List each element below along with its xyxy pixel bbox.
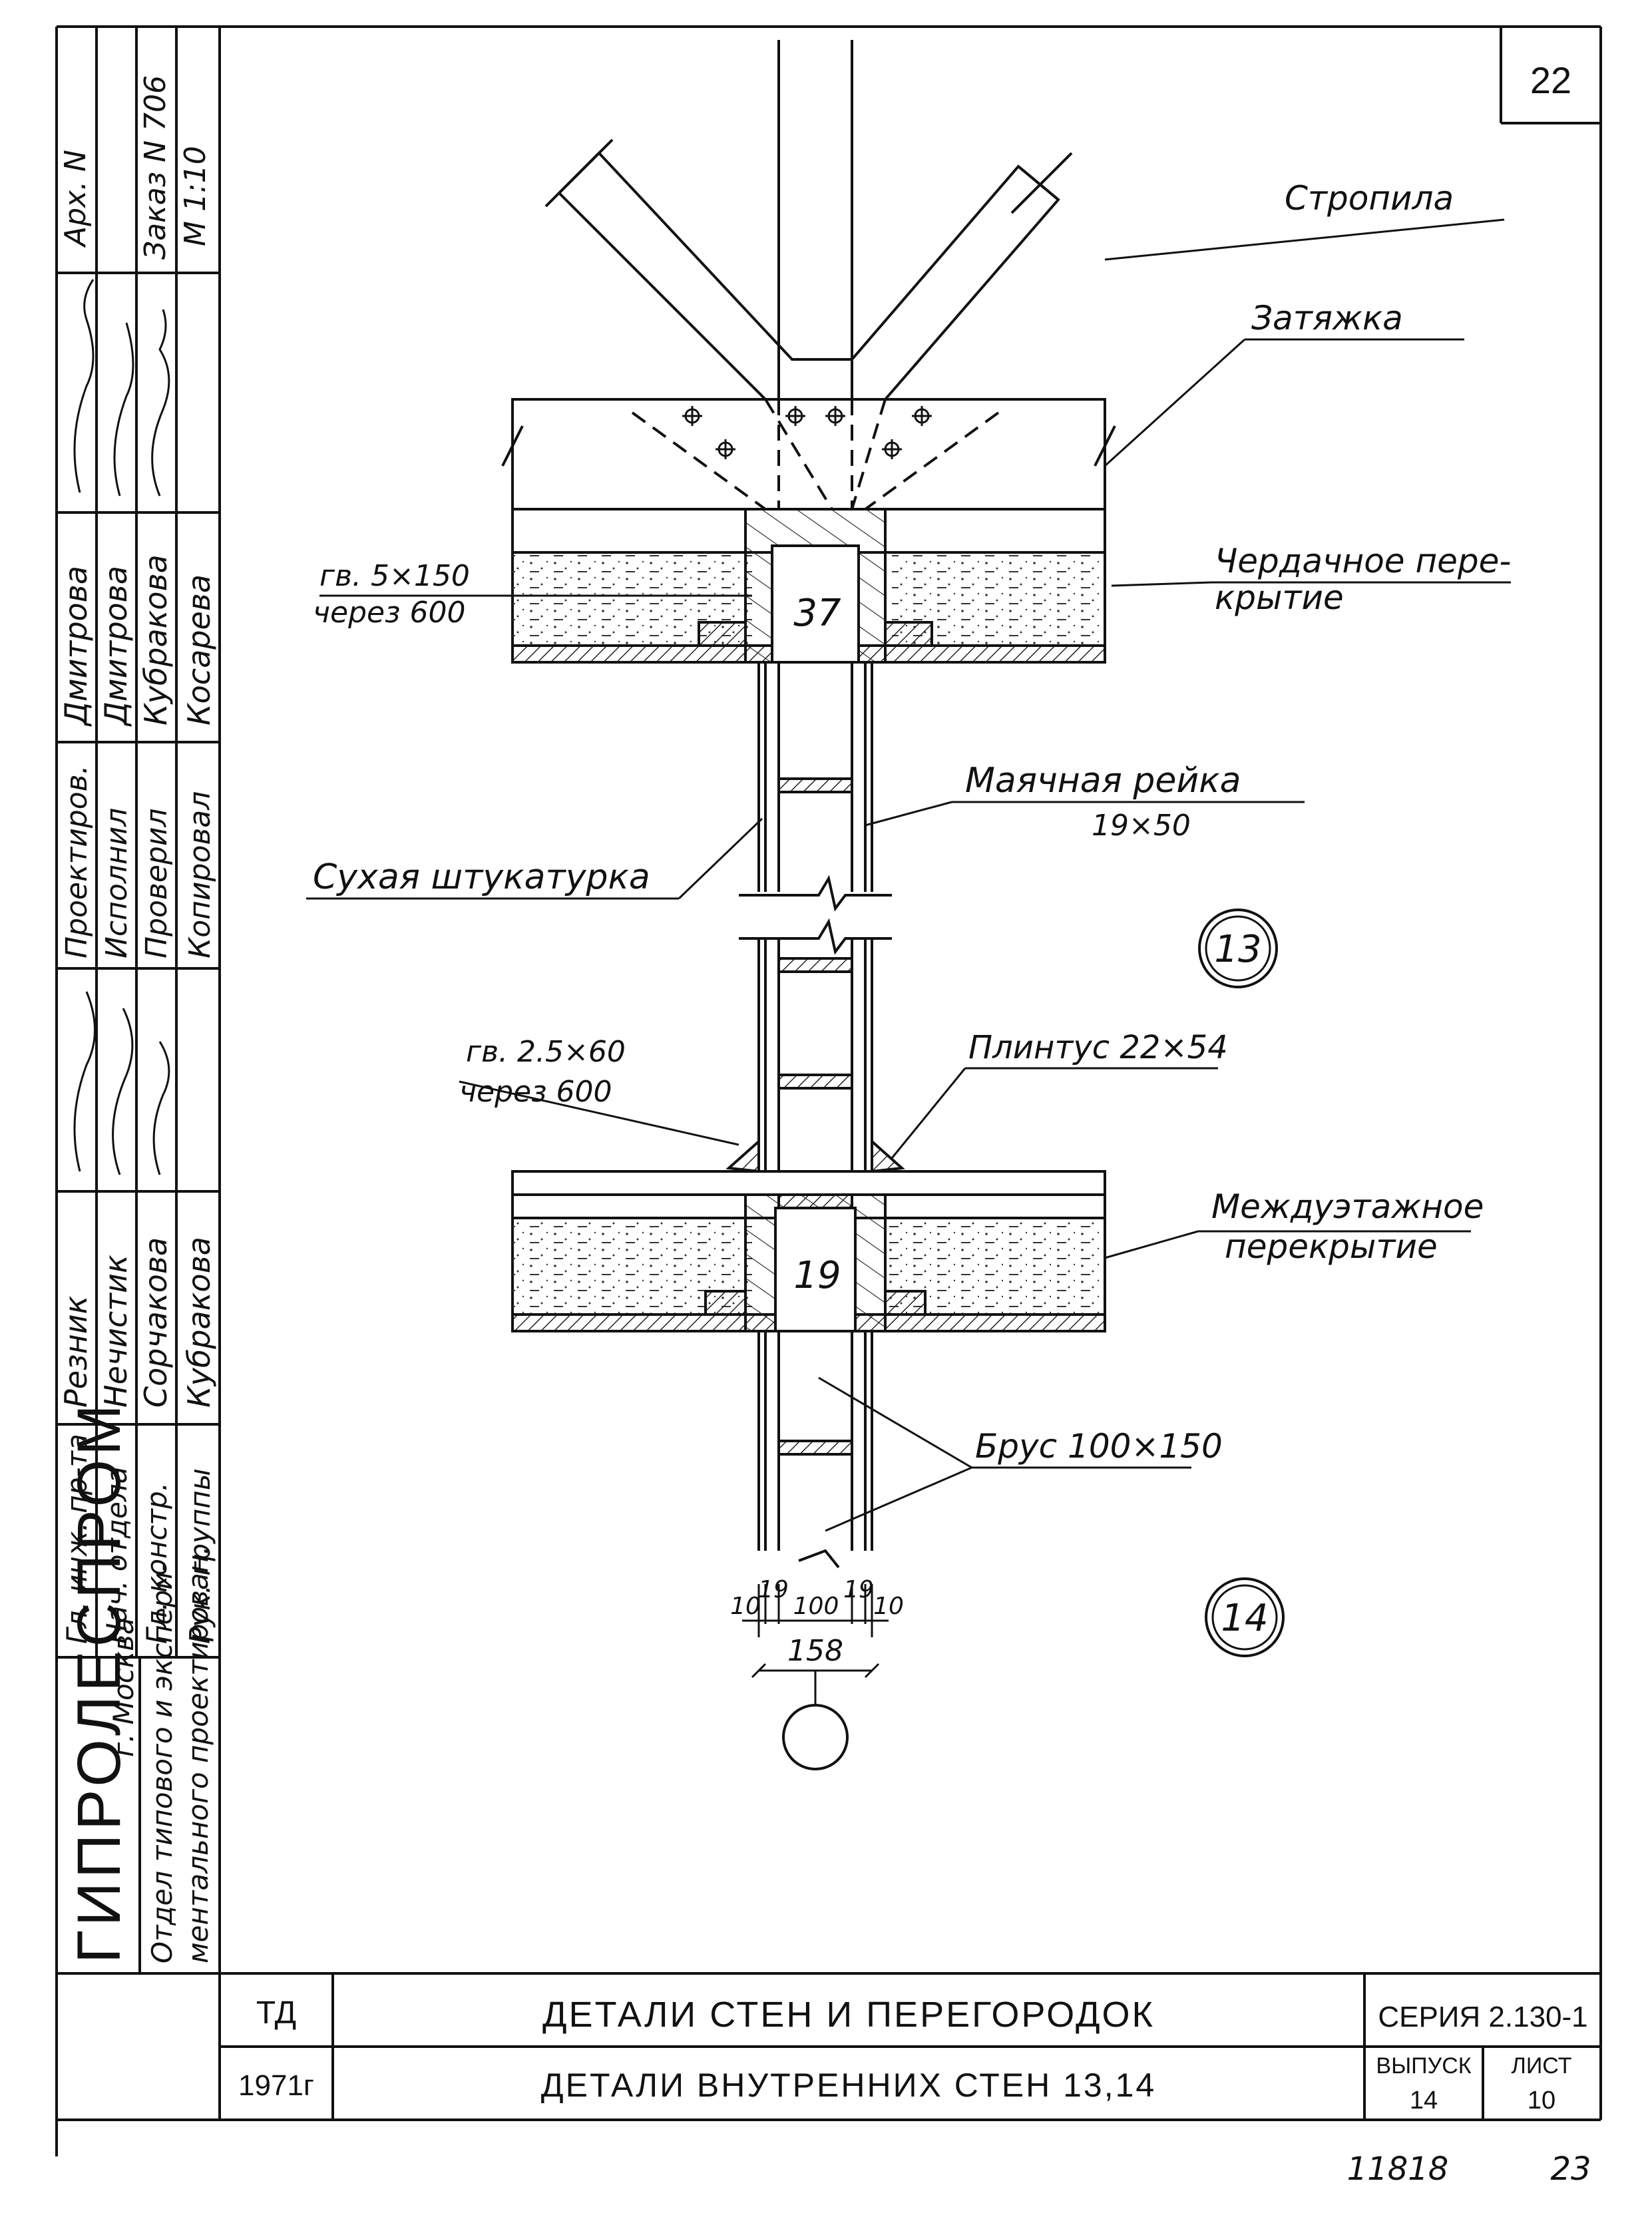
dim-100: 100: [793, 1593, 839, 1620]
order-number: Заказ N 706: [138, 75, 172, 260]
signature-4: [73, 991, 96, 1172]
label-nail-mid-1: гв. 2.5×60: [466, 1035, 626, 1069]
mark-37: 37: [793, 592, 841, 635]
year-label: 1971г: [238, 2069, 314, 2102]
break-line: [1010, 152, 1073, 214]
stamp-role: Копировал: [183, 791, 217, 958]
stamp-role: Гл. констр.: [140, 1482, 173, 1644]
bottom-wall: [757, 1331, 873, 1569]
signature-2: [113, 322, 134, 497]
td-label: ТД: [256, 1995, 296, 2031]
break-line: [544, 138, 614, 208]
stamp-name: Дмитрова: [98, 566, 134, 727]
archive-number: 11818: [1347, 2150, 1449, 2188]
stamp-block: Арх. N Заказ N 706 М 1:10 Дмитрова Дмитр…: [58, 75, 217, 1963]
label-rafters: Стропила: [1285, 179, 1454, 218]
stamp-name: Косарева: [181, 574, 217, 725]
lower-wall: [757, 938, 873, 1171]
drawing-title-main: ДЕТАЛИ СТЕН И ПЕРЕГОРОДОК: [542, 1995, 1155, 2035]
stamp-name: Кубракова: [138, 554, 174, 725]
issue-label: ВЫПУСК: [1376, 2053, 1471, 2079]
detail-14-number: 14: [1221, 1597, 1268, 1640]
dim-10-left: 10: [730, 1593, 761, 1620]
department-line-2: ментального проектирован.: [182, 1546, 214, 1964]
label-dry-plaster: Сухая штукатурка: [313, 857, 650, 897]
dim-10-right: 10: [873, 1593, 904, 1620]
page-number: 23: [1550, 2150, 1591, 2188]
department-line-1: Отдел типового и экспери-: [146, 1561, 178, 1963]
leader-lines: [306, 218, 1511, 1532]
stamp-role: Проверил: [140, 808, 174, 958]
label-interfloor-1: Междуэтажное: [1211, 1187, 1484, 1226]
label-nail-top-2: через 600: [313, 596, 465, 630]
stamp-name: Сорчакова: [138, 1237, 174, 1408]
upper-wall: [757, 662, 873, 892]
bolt-markers: [682, 406, 932, 459]
series-label: СЕРИЯ 2.130-1: [1378, 2001, 1587, 2033]
break-line: [1094, 425, 1116, 467]
hidden-rafter: [764, 398, 887, 510]
signature-3: [151, 309, 170, 497]
detail-13-number: 13: [1214, 928, 1261, 971]
organization-name: ГИПРОЛЕСПРОМ: [65, 1400, 133, 1963]
sheet-frame: [55, 25, 1602, 2156]
label-beam: Брус 100×150: [975, 1427, 1223, 1466]
stamp-name: Кубракова: [181, 1237, 217, 1408]
sheet-value: 10: [1528, 2087, 1555, 2115]
plinth-right: [871, 1138, 905, 1173]
annotations: Стропила Затяжка Чердачное пере- крытие …: [313, 179, 1511, 1668]
break-line: [501, 425, 524, 467]
rafter-right-top: [1017, 165, 1060, 201]
mark-19: 19: [793, 1254, 841, 1297]
axis-marker: [782, 1704, 849, 1770]
break-line: [739, 918, 892, 955]
hidden-rafter: [631, 411, 1000, 510]
title-block: ТД 1971г ДЕТАЛИ СТЕН И ПЕРЕГОРОДОК ДЕТАЛ…: [238, 1995, 1591, 2188]
issue-value: 14: [1410, 2087, 1438, 2115]
dimension-line: [742, 1584, 889, 1704]
label-nail-top-1: гв. 5×150: [319, 559, 470, 593]
label-beacon-rail-1: Маячная рейка: [965, 761, 1241, 801]
plinth-left: [725, 1138, 760, 1173]
signature-1: [73, 279, 95, 493]
sheet-number: 22: [1530, 59, 1571, 101]
detail-callout-14: [1205, 1577, 1285, 1657]
signature-6: [152, 1041, 170, 1175]
dim-19-left: 19: [758, 1576, 789, 1603]
stamp-role: Гл. инж. пр-та: [61, 1434, 93, 1644]
label-plinth: Плинтус 22×54: [968, 1029, 1228, 1066]
stamp-name: Нечистик: [98, 1255, 134, 1408]
sheet-label: ЛИСТ: [1512, 2053, 1572, 2079]
break-line: [739, 875, 892, 912]
scale-label: М 1:10: [178, 146, 212, 246]
dim-19-right: 19: [843, 1576, 874, 1603]
label-beacon-rail-2: 19×50: [1092, 809, 1191, 843]
arch-label: Арх. N: [59, 150, 93, 248]
label-interfloor-2: перекрытие: [1225, 1227, 1438, 1266]
label-attic-floor-2: крытие: [1215, 578, 1344, 617]
detail-callout-13: [1198, 908, 1278, 988]
label-nail-mid-2: через 600: [459, 1075, 612, 1109]
stamp-role: Нач. отдела: [101, 1467, 133, 1644]
stamp-name: Дмитрова: [58, 566, 94, 727]
stud-block-37: [771, 544, 860, 664]
signature-5: [112, 1008, 134, 1175]
stamp-name: Резник: [58, 1296, 94, 1408]
rafter-left: [557, 151, 1060, 401]
organization-city: г. Москва: [107, 1617, 140, 1757]
drawing-title-sub: ДЕТАЛИ ВНУТРЕННИХ СТЕН 13,14: [541, 2067, 1157, 2104]
label-attic-floor-1: Чердачное пере-: [1215, 542, 1511, 580]
stamp-role: Исполнил: [100, 808, 134, 958]
stamp-role: Проектиров.: [60, 765, 94, 958]
dim-total: 158: [787, 1634, 843, 1668]
construction-drawing: 37: [306, 40, 1511, 1770]
label-tie: Затяжка: [1251, 299, 1403, 337]
tie-beam: [511, 398, 1106, 510]
stamp-role: Рук. группы: [184, 1468, 216, 1644]
